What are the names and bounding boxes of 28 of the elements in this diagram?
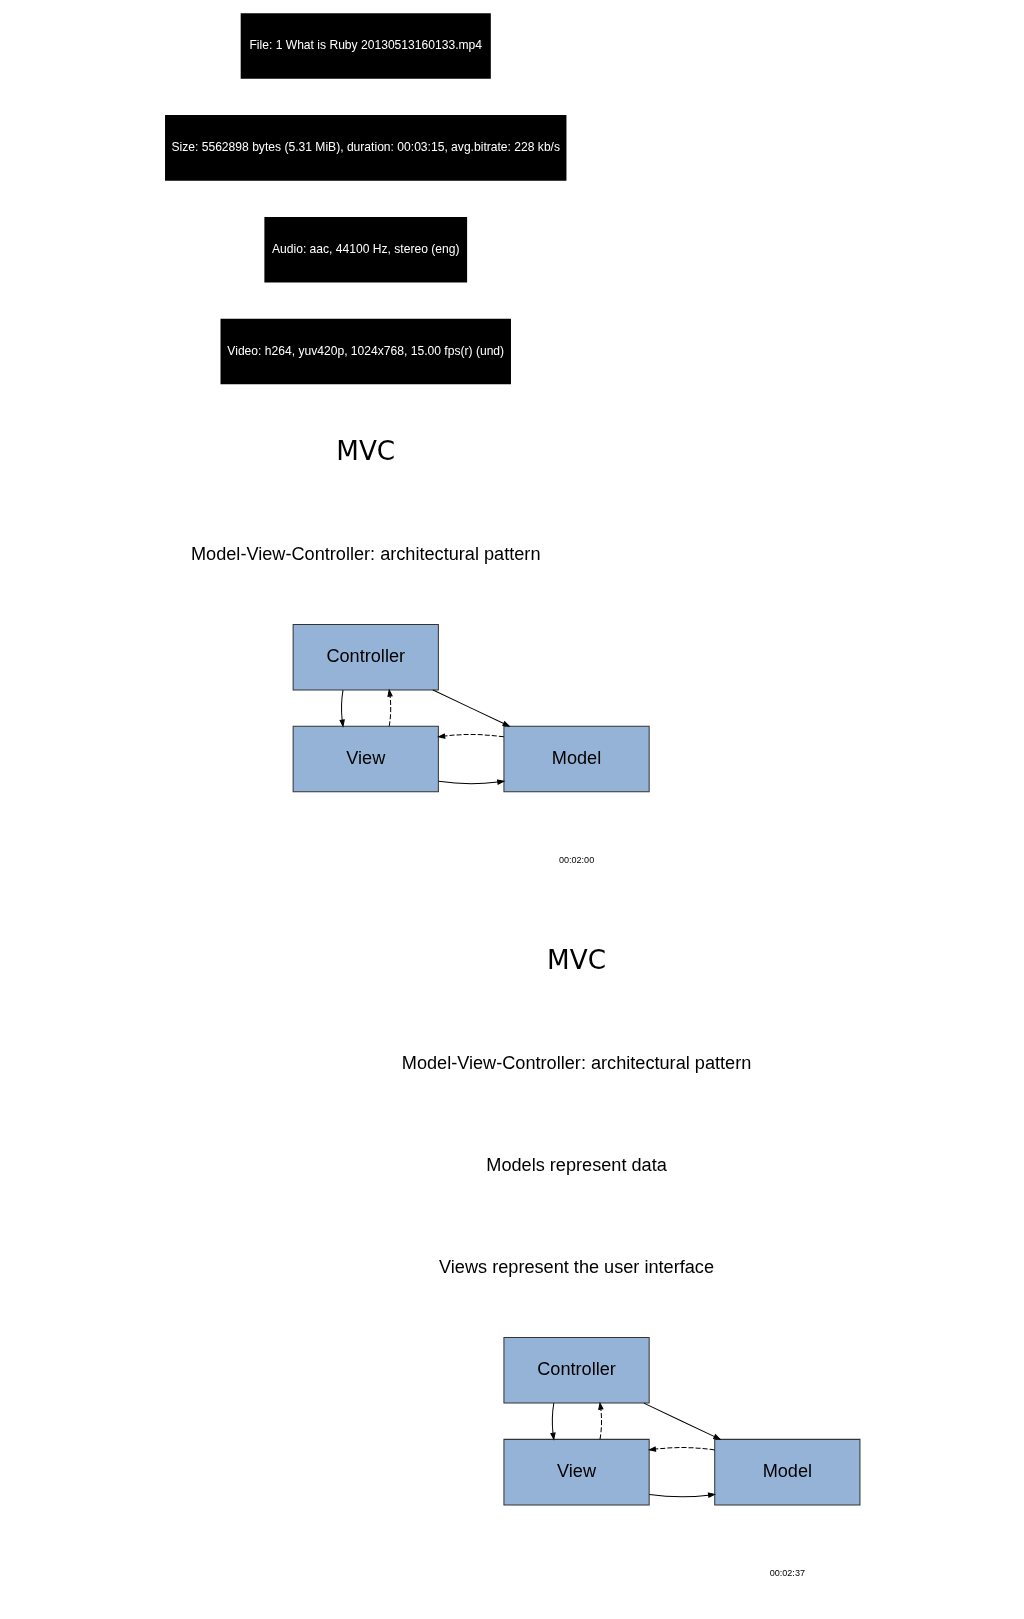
label: File: 1 What is Ruby 20130513160133.mp4 <box>248 37 482 52</box>
arrow <box>432 689 511 727</box>
label: Model-View-Controller: architectural pattern <box>401 1052 751 1073</box>
node-box: View <box>292 725 439 792</box>
arrow <box>648 1491 716 1498</box>
label: Model-View-Controller: architectural pattern <box>190 543 541 564</box>
node-box: Controller <box>292 623 439 690</box>
label: MVC <box>546 944 606 975</box>
label: Views represent the user interface <box>438 1256 714 1277</box>
label: Video: h264, yuv420p, 1024x768, 15.00 fps(r) (und) <box>226 343 504 358</box>
label: Size: 5562898 bytes (5.31 MiB), duration: 00:03:15, avg.bitrate: 228 kb/s <box>170 139 560 154</box>
arrow <box>437 778 505 785</box>
label: Models represent data <box>485 1154 667 1175</box>
label: MVC <box>335 435 395 466</box>
arrow <box>647 1445 715 1452</box>
arrow <box>386 688 393 727</box>
arrow <box>549 1402 556 1441</box>
label: 00:02:00 <box>558 854 594 865</box>
arrow <box>597 1401 604 1440</box>
arrow <box>642 1402 721 1440</box>
node-box: Model <box>713 1438 860 1505</box>
arrow <box>436 732 504 739</box>
node-box: Controller <box>502 1336 650 1404</box>
label: Audio: aac, 44100 Hz, stereo (eng) <box>271 241 460 256</box>
arrow <box>338 689 345 728</box>
node-box: View <box>502 1438 650 1505</box>
label: 00:02:37 <box>769 1567 805 1578</box>
node-box: Model <box>502 725 650 792</box>
